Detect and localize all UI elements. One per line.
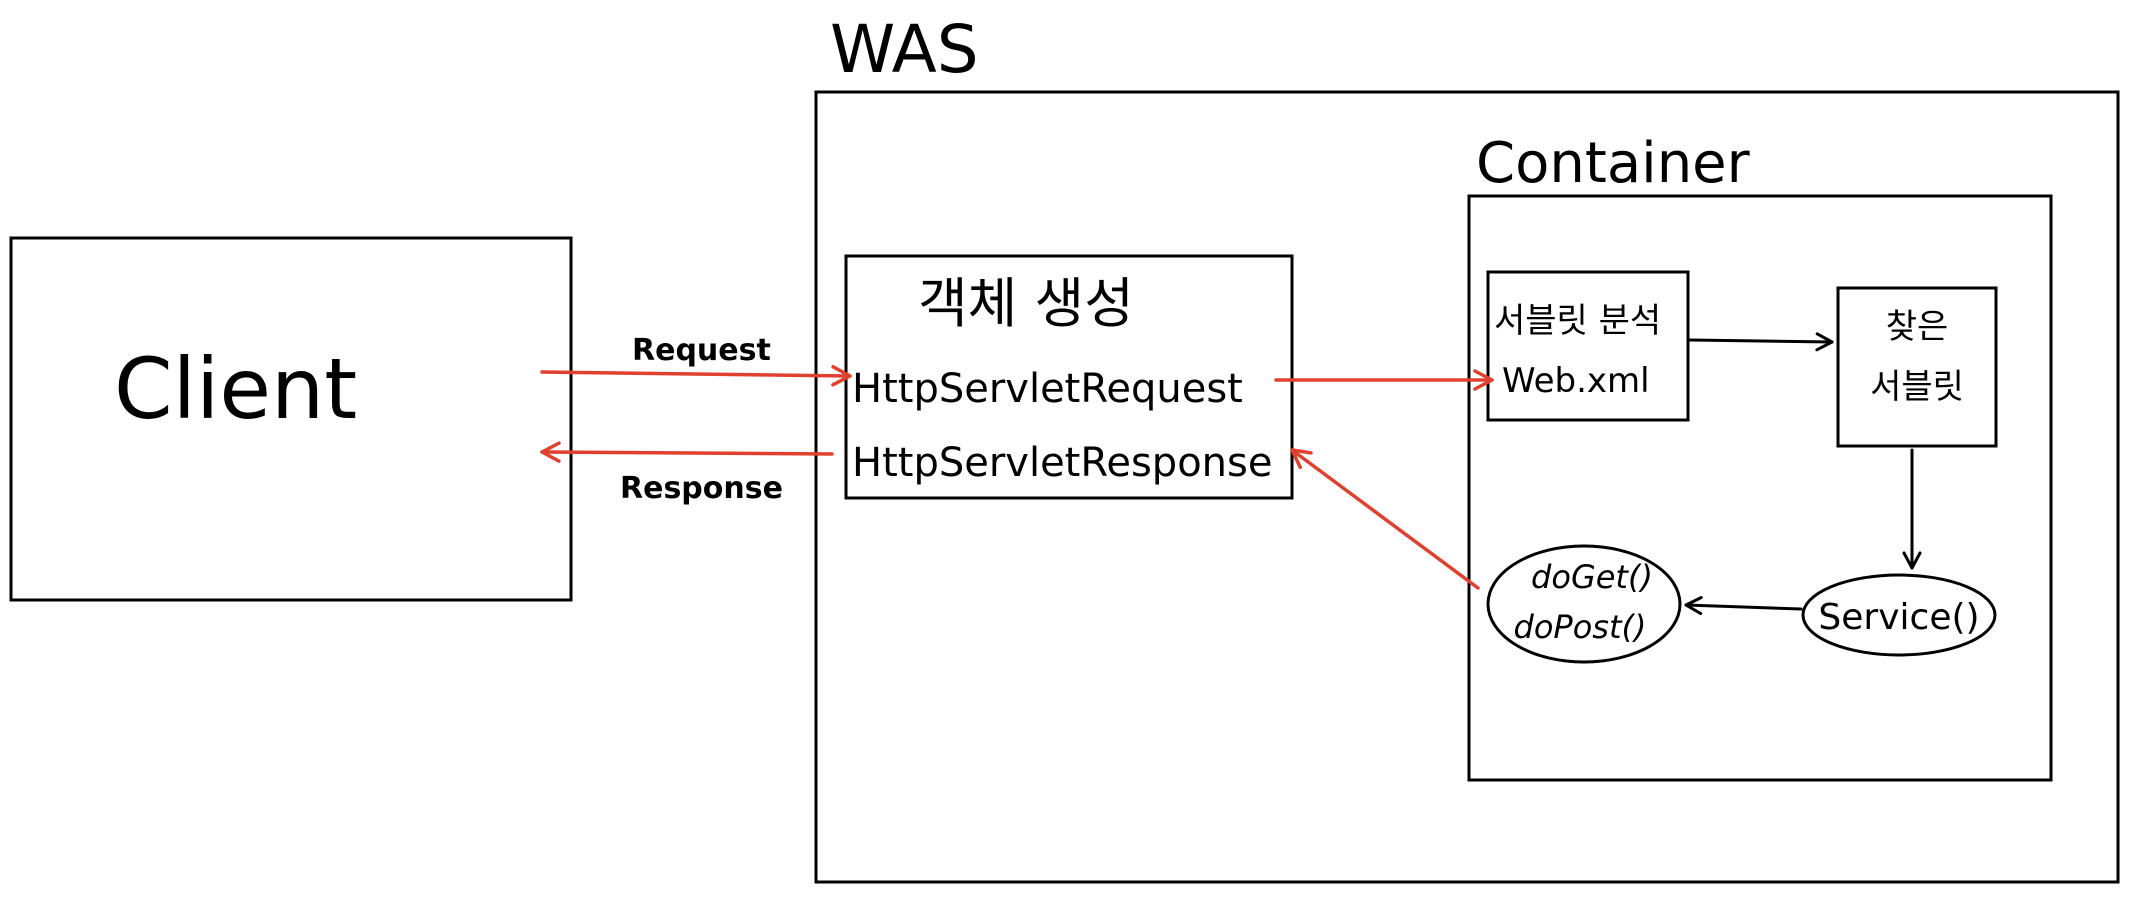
client-box xyxy=(9,236,573,602)
response-arrow xyxy=(540,441,834,463)
response-label: Response xyxy=(620,471,783,506)
servlet-analysis-box xyxy=(1486,270,1690,422)
container-box xyxy=(1467,194,2053,782)
request-label: Request xyxy=(632,333,771,368)
service-to-doget-arrow xyxy=(1684,596,1803,616)
dopost-label: doPost() xyxy=(1514,608,1647,646)
service-ellipse xyxy=(1801,573,1997,657)
doget-to-response-arrow xyxy=(1290,448,1480,590)
service-label: Service() xyxy=(1818,597,1979,638)
client-label: Client xyxy=(114,340,357,438)
request-arrow xyxy=(540,365,852,387)
was-title: WAS xyxy=(830,11,979,88)
was-box xyxy=(814,90,2120,884)
web-xml-label: Web.xml xyxy=(1502,361,1650,401)
analysis-to-found-arrow xyxy=(1688,332,1834,352)
doget-dopost-ellipse xyxy=(1486,544,1682,664)
container-title: Container xyxy=(1476,131,1751,196)
found-servlet-label-line1: 찾은 xyxy=(1886,307,1949,347)
doget-label: doGet() xyxy=(1531,558,1653,596)
http-servlet-request-label: HttpServletRequest xyxy=(852,366,1243,412)
found-servlet-label-line2: 서블릿 xyxy=(1870,367,1964,407)
http-servlet-response-label: HttpServletResponse xyxy=(852,440,1272,486)
found-servlet-box xyxy=(1836,286,1998,448)
object-creation-label: 객체 생성 xyxy=(918,272,1134,335)
servlet-analysis-label: 서블릿 분석 xyxy=(1494,301,1661,341)
